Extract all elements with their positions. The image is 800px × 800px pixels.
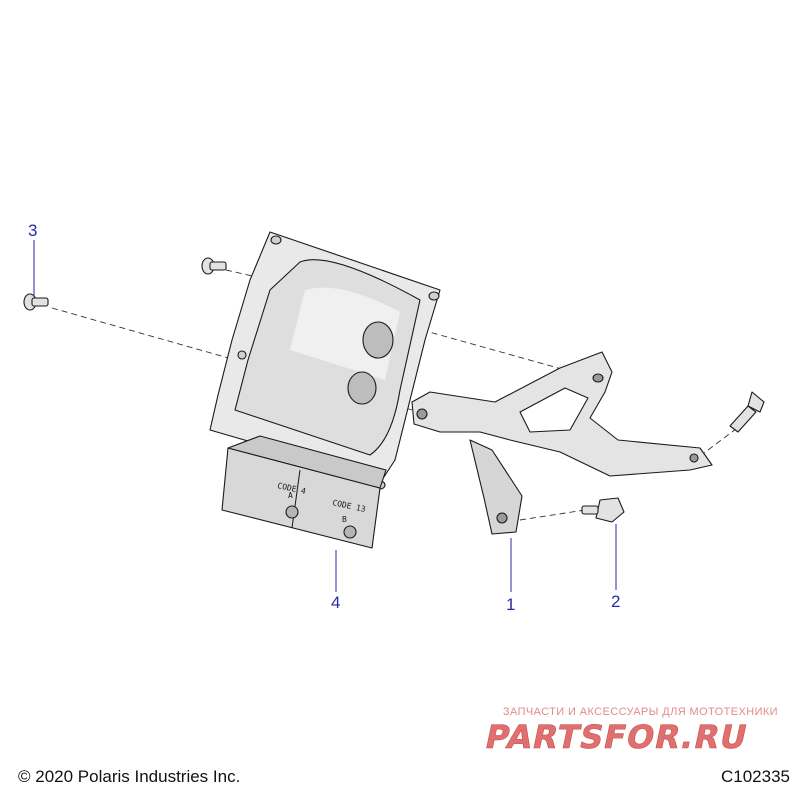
- callout-3: 3: [28, 221, 38, 240]
- module-connector-bolt-b: [343, 525, 357, 539]
- module-stud-top: [270, 235, 282, 245]
- module-boss-lower: [347, 371, 377, 405]
- control-module: CODE 4 A CODE 13 B: [209, 231, 441, 549]
- assembly-line-upper-left-screw: [225, 269, 253, 277]
- module-connector-top: [227, 435, 387, 489]
- screw-2: [581, 497, 625, 523]
- drawing-id: C102335: [720, 767, 790, 786]
- letter-b-label: B: [342, 515, 347, 524]
- watermark-logo-text: PARTSFOR.RU: [482, 718, 751, 756]
- bracket-hole-upper: [592, 373, 604, 383]
- assembly-line-screw-2: [519, 509, 586, 521]
- mounting-bracket: [411, 351, 713, 535]
- assembly-line-screw-right: [699, 425, 741, 457]
- module-stud-right: [428, 291, 440, 301]
- bracket-hole-left: [416, 408, 428, 420]
- bracket-tab: [469, 439, 523, 535]
- screws: [23, 257, 765, 523]
- screw-upper-left: [201, 257, 227, 275]
- bracket-hole-right: [689, 453, 699, 463]
- watermark-tagline: ЗАПЧАСТИ И АКСЕССУАРЫ ДЛЯ МОТОТЕХНИКИ: [502, 706, 778, 718]
- bracket-cutout: [519, 387, 589, 433]
- screw-right: [729, 391, 765, 433]
- letter-a-label: A: [288, 491, 293, 500]
- module-boss-upper: [362, 321, 394, 359]
- leader-lines: [33, 240, 617, 592]
- watermark-logo: PARTSFOR.RU: [482, 718, 752, 756]
- module-stud-left: [237, 350, 247, 360]
- callout-4: 4: [331, 593, 341, 612]
- bracket-hole-tab: [496, 512, 508, 524]
- callout-1: 1: [506, 595, 516, 614]
- module-connector-bolt-a: [285, 505, 299, 519]
- screw-3-left: [23, 293, 49, 311]
- callout-2: 2: [611, 592, 621, 611]
- copyright-text: © 2020 Polaris Industries Inc.: [18, 767, 241, 786]
